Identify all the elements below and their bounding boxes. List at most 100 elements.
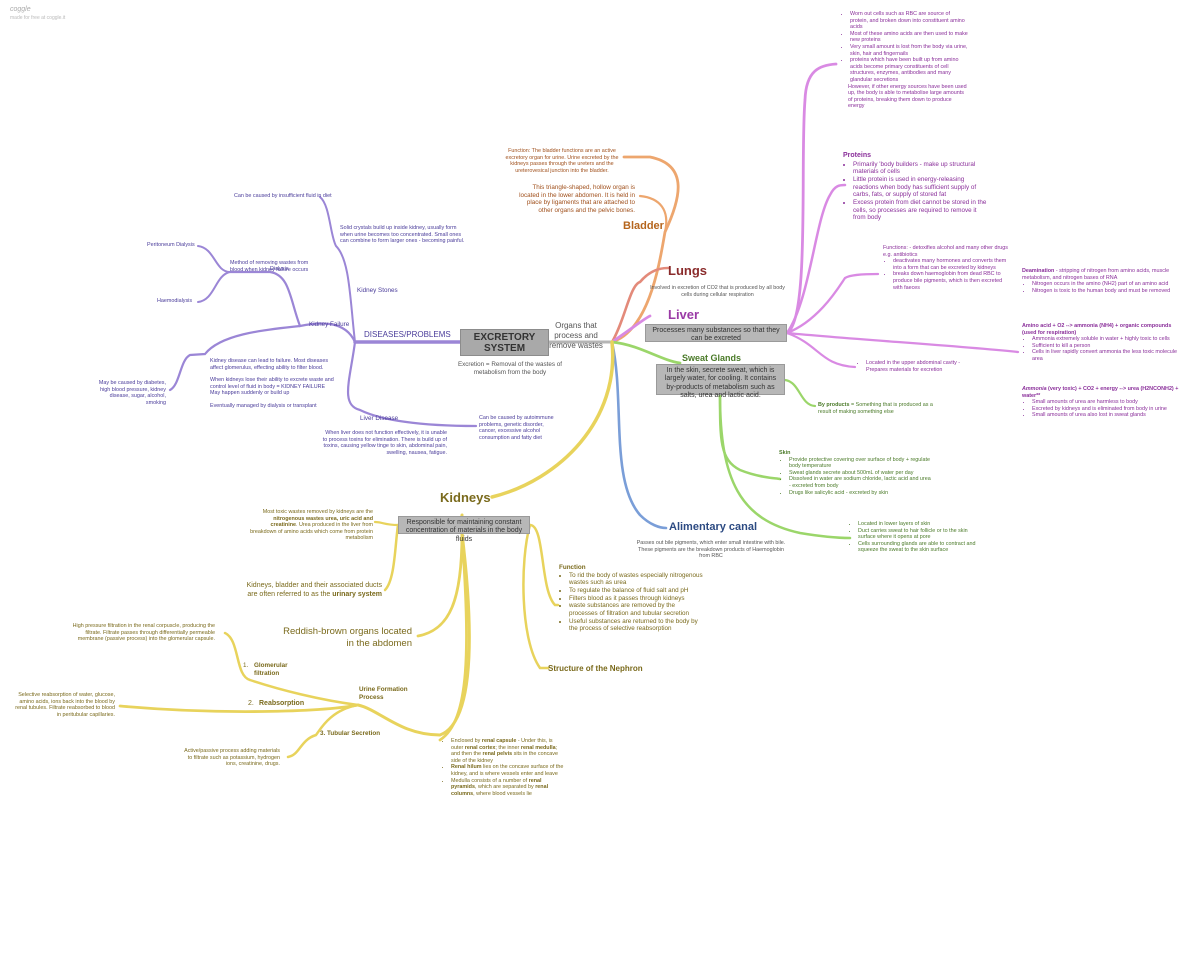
kidney-failure-desc-1: Kidney disease can lead to failure. Most… [210, 358, 329, 371]
lungs-title[interactable]: Lungs [668, 263, 707, 278]
liver-box[interactable]: Processes many substances so that they c… [645, 324, 787, 342]
bladder-title[interactable]: Bladder [623, 220, 664, 232]
dialysis-method: Method of removing wastes from blood whe… [230, 260, 309, 273]
sweat-location: Located in lower layers of skin Duct car… [848, 521, 976, 554]
function-item: Useful substances are returned to the bo… [569, 618, 704, 633]
function-item: To regulate the balance of fluid salt an… [569, 587, 704, 595]
tubular-desc: Active/passive process adding materials … [184, 748, 280, 768]
amino-item: Most of these amino acids are then used … [850, 31, 968, 44]
tubular-secretion[interactable]: 3. Tubular Secretion [320, 730, 381, 737]
sweat-location-item: Cells surrounding glands are able to con… [858, 541, 976, 554]
structure-item: Enclosed by renal capsule - Under this, … [451, 738, 566, 764]
urinary-a: Kidneys, bladder and their associated du… [246, 582, 382, 598]
sweat-location-item: Located in lower layers of skin [858, 521, 976, 528]
amino-item: proteins which have been built up from a… [850, 57, 968, 83]
kidney-stones-desc: Solid crystals build up inside kidney, u… [340, 225, 465, 245]
bladder-function: Function: The bladder functions are an a… [505, 148, 619, 174]
central-node[interactable]: EXCRETORY SYSTEM [460, 329, 549, 356]
structure-item: Medulla consists of a number of renal py… [451, 778, 566, 798]
nephron-structure[interactable]: Structure of the Nephron [548, 664, 643, 673]
functions-item: breaks down haemoglobin from dead RBC to… [893, 271, 1011, 291]
liver-disease-cause: Can be caused by autoimmune problems, ge… [479, 415, 554, 441]
urine-formation[interactable]: Urine Formation Process [359, 686, 408, 701]
amino-item: Very small amount is lost from the body … [850, 44, 968, 57]
amino-item: Worn out cells such as RBC are source of… [850, 11, 968, 31]
functions-title: Functions: - detoxifies alcohol and many… [883, 245, 1008, 258]
kidney-stones-cause: Can be caused by insufficient fluid in d… [234, 193, 332, 199]
ammonia-title[interactable]: Amino acid + O2 --> ammonia (NH4) + orga… [1022, 323, 1172, 336]
sweat-title[interactable]: Sweat Glands [682, 353, 742, 363]
haemodialysis[interactable]: Haemodialysis [157, 298, 193, 304]
skin-node: Skin Provide protective covering over su… [779, 450, 931, 496]
dialysis-label[interactable]: Dialysis [270, 266, 289, 272]
liver-disease-label[interactable]: Liver Disease [360, 415, 399, 422]
ammonia-item: Ammonia extremely soluble in water + hig… [1032, 336, 1187, 343]
byproducts-def: = Something that is produced as a result… [818, 402, 933, 415]
glomerular-num: 1. [243, 662, 249, 669]
liver-disease-desc: When liver does not function effectively… [322, 430, 447, 456]
proteins-node: Proteins Primarily 'body builders - make… [843, 152, 988, 222]
peritoneum-dialysis[interactable]: Peritoneum Dialysis [147, 242, 195, 248]
kidneys-title[interactable]: Kidneys [440, 490, 491, 505]
central-definition: Excretion = Removal of the wastes of met… [457, 361, 563, 376]
diseases-title[interactable]: DISEASES/PROBLEMS [364, 330, 451, 339]
reabsorption-num: 2. [248, 700, 254, 707]
nephron-structure-notes: Enclosed by renal capsule - Under this, … [441, 738, 566, 797]
alimentary-title[interactable]: Alimentary canal [669, 521, 758, 533]
urea-title-ammonia: Ammonia [1022, 386, 1047, 392]
proteins-item: Excess protein from diet cannot be store… [853, 199, 988, 222]
kidney-stones-label[interactable]: Kidney Stones [357, 287, 398, 294]
skin-title[interactable]: Skin [779, 450, 791, 456]
byproducts-term: By products [818, 402, 850, 408]
lungs-desc: Involved in excretion of CO2 that is pro… [650, 285, 785, 298]
skin-list: Provide protective covering over surface… [779, 457, 931, 497]
kidney-function-node: Function To rid the body of wastes espec… [559, 564, 704, 633]
deamination-title[interactable]: Deamination [1022, 268, 1055, 274]
deamination-item: Nitrogen is toxic to the human body and … [1032, 288, 1187, 295]
deamination-list: Nitrogen occurs in the amino (NH2) part … [1022, 281, 1187, 294]
reabsorption[interactable]: Reabsorption [259, 700, 305, 707]
function-title[interactable]: Function [559, 564, 586, 571]
urinary-system-note: Kidneys, bladder and their associated du… [240, 582, 382, 599]
skin-item: Dissolved in water are sodium chloride, … [789, 476, 931, 489]
coggle-logo[interactable]: coggle [10, 6, 31, 13]
toxic-a: Most toxic wastes removed by kidneys are… [262, 509, 373, 515]
byproducts-note: By products = Something that is produced… [818, 402, 936, 415]
liver-title[interactable]: Liver [668, 307, 700, 322]
sweat-location-list: Located in lower layers of skin Duct car… [848, 521, 976, 554]
urea-item: Small amounts of urea also lost in sweat… [1032, 412, 1187, 419]
sweat-location-item: Duct carries sweat to hair follicle or t… [858, 528, 976, 541]
liver-location-item: Located in the upper abdominal cavity - … [866, 360, 976, 373]
sweat-box[interactable]: In the skin, secrete sweat, which is lar… [656, 364, 785, 399]
kidney-failure-label[interactable]: Kidney Failure [309, 321, 350, 328]
kidneys-box[interactable]: Responsible for maintaining constant con… [398, 516, 530, 543]
central-title: EXCRETORY SYSTEM [473, 331, 536, 354]
deamination-item: Nitrogen occurs in the amino (NH2) part … [1032, 281, 1187, 288]
reddish-organs[interactable]: Reddish-brown organs located in the abdo… [283, 626, 412, 649]
reabsorption-desc: Selective reabsorption of water, glucose… [15, 692, 115, 718]
proteins-list: Primarily 'body builders - make up struc… [843, 161, 988, 222]
deamination-node: Deamination - stripping of nitrogen from… [1022, 268, 1187, 294]
amino-list: Worn out cells such as RBC are source of… [840, 11, 968, 84]
amino-extra: However, if other energy sources have be… [848, 83, 967, 110]
toxic-c: . Urea produced in the liver from breakd… [250, 522, 373, 542]
function-item: To rid the body of wastes especially nit… [569, 572, 704, 587]
urinary-b: urinary system [332, 590, 382, 598]
function-item: Filters blood as it passes through kidne… [569, 595, 704, 603]
urea-list: Small amounts of urea are harmless to bo… [1022, 399, 1187, 419]
kidney-failure-desc-3: Eventually managed by dialysis or transp… [210, 402, 317, 409]
ammonia-node: Amino acid + O2 --> ammonia (NH4) + orga… [1022, 323, 1187, 363]
glomerular-filtration[interactable]: Glomerular filtration [254, 662, 288, 677]
ammonia-list: Ammonia extremely soluble in water + hig… [1022, 336, 1187, 362]
watermark-note: made for free at coggle.it [10, 15, 66, 21]
toxic-b: nitrogenous wastes urea, uric acid and c… [270, 515, 373, 529]
structure-item: Renal hilum lies on the concave surface … [451, 764, 566, 777]
kidney-failure-causes: May be caused by diabetes, high blood pr… [98, 380, 166, 406]
skin-item: Drugs like salicylic acid - excreted by … [789, 490, 931, 497]
liver-amino-notes: Worn out cells such as RBC are source of… [840, 11, 968, 110]
urea-title-rest: (very toxic) + CO2 + energy --> urea (H2… [1022, 386, 1179, 399]
organs-label: Organs that process and remove wastes [549, 321, 603, 350]
proteins-item: Little protein is used in energy-releasi… [853, 176, 988, 199]
proteins-title[interactable]: Proteins [843, 152, 872, 159]
